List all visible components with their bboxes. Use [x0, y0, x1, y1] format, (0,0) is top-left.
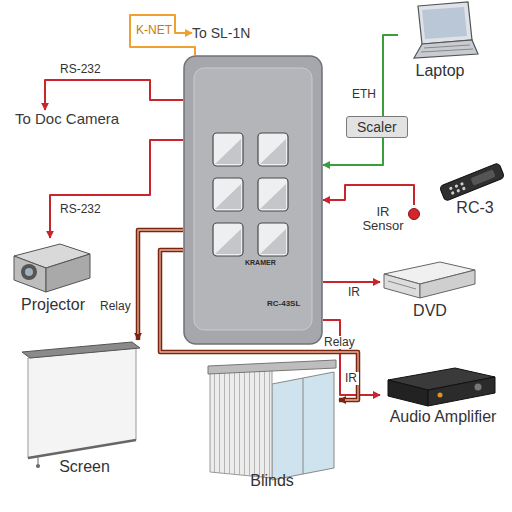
- signal-label: K-NET: [134, 24, 174, 37]
- signal-connector: [323, 282, 380, 283]
- panel-button: [213, 223, 243, 256]
- destination-label: To SL-1N: [192, 25, 250, 41]
- signal-connector: [130, 15, 195, 55]
- node-label: RC-3: [440, 199, 510, 217]
- ir-sensor: IR Sensor: [360, 205, 422, 234]
- signal-label: Relay: [98, 300, 133, 313]
- node-label: Laptop: [398, 62, 482, 80]
- dvd-device: DVD: [380, 262, 480, 320]
- connector-line: [45, 80, 183, 110]
- amplifier-icon: [388, 368, 495, 406]
- node-label: Audio Amplifier: [380, 408, 506, 426]
- dvd-icon: [384, 262, 475, 298]
- projector-device: Projector: [10, 238, 96, 314]
- node-label: To SL-1N: [192, 25, 250, 41]
- panel-faceplate: [183, 55, 323, 345]
- panel-button: [213, 178, 243, 211]
- signal-connector: [383, 35, 398, 116]
- panel-button: [258, 223, 288, 256]
- connector-line: [323, 185, 414, 205]
- signal-label: RS-232: [58, 203, 103, 216]
- projection-screen-icon: [22, 342, 140, 468]
- panel-outline: [184, 56, 322, 344]
- remote-device: RC-3: [440, 165, 510, 217]
- signal-connector: [50, 140, 183, 238]
- panel-button: [258, 133, 288, 166]
- connector-line: [323, 138, 383, 165]
- connector-line: [323, 320, 380, 395]
- signal-label: RS-232: [58, 63, 103, 76]
- remote-icon: [439, 163, 504, 202]
- signal-label: IR: [343, 372, 359, 385]
- projector-icon: [14, 244, 90, 292]
- signal-connector: [323, 185, 414, 205]
- blinds-device: Blinds: [205, 362, 339, 490]
- panel-button: [258, 178, 288, 211]
- panel-marking: RC-43SL: [267, 299, 300, 308]
- signal-connector: [323, 138, 383, 165]
- signal-label: ETH: [350, 88, 378, 101]
- connector-line: [323, 281, 380, 283]
- connector-line: [130, 15, 195, 55]
- connector-line: [50, 140, 183, 238]
- node-label: DVD: [380, 302, 480, 320]
- scaler-box: Scaler: [346, 116, 408, 138]
- signal-connector: [323, 320, 380, 395]
- connector-line: [383, 35, 398, 116]
- node-label: Blinds: [205, 472, 339, 490]
- amplifier-device: Audio Amplifier: [380, 368, 506, 426]
- panel-inset: [194, 68, 312, 330]
- blinds-icon: [208, 360, 336, 480]
- laptop-device: Laptop: [398, 4, 482, 80]
- node-label: To Doc Camera: [15, 110, 119, 127]
- node-label: Scaler: [357, 119, 397, 135]
- destination-label: To Doc Camera: [15, 110, 119, 127]
- control-panel: KRAMER RC-43SL: [183, 55, 323, 345]
- panel-button: [213, 133, 243, 166]
- laptop-icon: [414, 2, 478, 58]
- signal-connector: [45, 80, 183, 110]
- signal-label: IR: [346, 286, 362, 299]
- ir-sensor-dot: [409, 209, 420, 220]
- node-label: IR Sensor: [360, 205, 406, 234]
- node-label: Screen: [20, 458, 149, 476]
- signal-label: Relay: [322, 336, 357, 349]
- screen-device: Screen: [20, 340, 149, 476]
- node-label: Projector: [10, 296, 96, 314]
- panel-marking: KRAMER: [245, 259, 276, 266]
